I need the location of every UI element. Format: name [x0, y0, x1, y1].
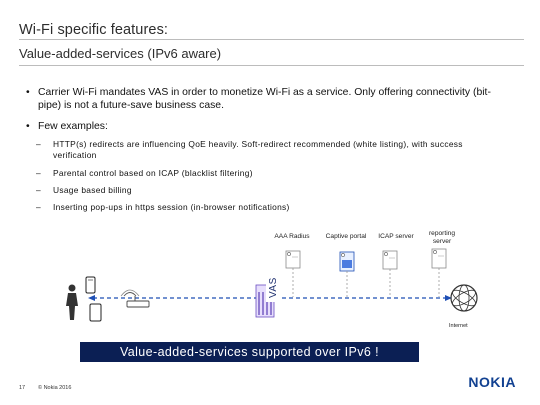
tablet-icon — [89, 303, 102, 322]
reporting-server-icon — [431, 248, 447, 269]
icap-server-icon — [382, 250, 398, 270]
service-label-reporting: reporting server — [428, 230, 456, 245]
smartphone-icon — [85, 276, 96, 294]
bullet-vas: • Carrier Wi-Fi mandates VAS in order to… — [26, 87, 498, 112]
arrow-right-icon — [445, 295, 452, 301]
arrow-left-icon — [88, 295, 95, 301]
vas-label: VAS — [266, 258, 282, 302]
captive-portal-server-icon — [339, 251, 355, 272]
service-label-icap: ICAP server — [378, 233, 414, 240]
example-item: – HTTP(s) redirects are influencing QoE … — [36, 139, 463, 160]
wifi-access-point-icon — [120, 289, 150, 308]
copyright: © Nokia 2016 — [38, 385, 72, 391]
bullet-dot-icon: • — [26, 87, 30, 98]
example-item: – Usage based billing — [36, 185, 132, 195]
service-label-captive-portal: Captive portal — [325, 233, 367, 240]
service-label-aaa: AAA Radius — [274, 233, 310, 240]
bullet-text: Few examples: — [38, 121, 108, 132]
bullet-dot-icon: • — [26, 121, 30, 132]
internet-globe-icon — [450, 284, 478, 312]
internet-label: Internet — [449, 323, 468, 329]
example-item: – Inserting pop-ups in https session (in… — [36, 202, 290, 212]
person-icon — [66, 284, 78, 320]
subtitle-divider — [19, 65, 524, 66]
page-number: 17 — [19, 385, 26, 391]
example-item: – Parental control based on ICAP (blackl… — [36, 168, 253, 178]
nokia-logo: NOKIA — [468, 374, 516, 390]
title-divider — [19, 39, 524, 40]
bullet-examples: • Few examples: — [26, 121, 498, 134]
aaa-server-icon — [285, 250, 301, 269]
ipv6-support-banner: Value-added-services supported over IPv6… — [80, 342, 419, 362]
slide-subtitle: Value-added-services (IPv6 aware) — [19, 46, 222, 61]
bullet-text: Carrier Wi-Fi mandates VAS in order to m… — [38, 87, 491, 111]
slide-title: Wi-Fi specific features: — [19, 22, 169, 38]
